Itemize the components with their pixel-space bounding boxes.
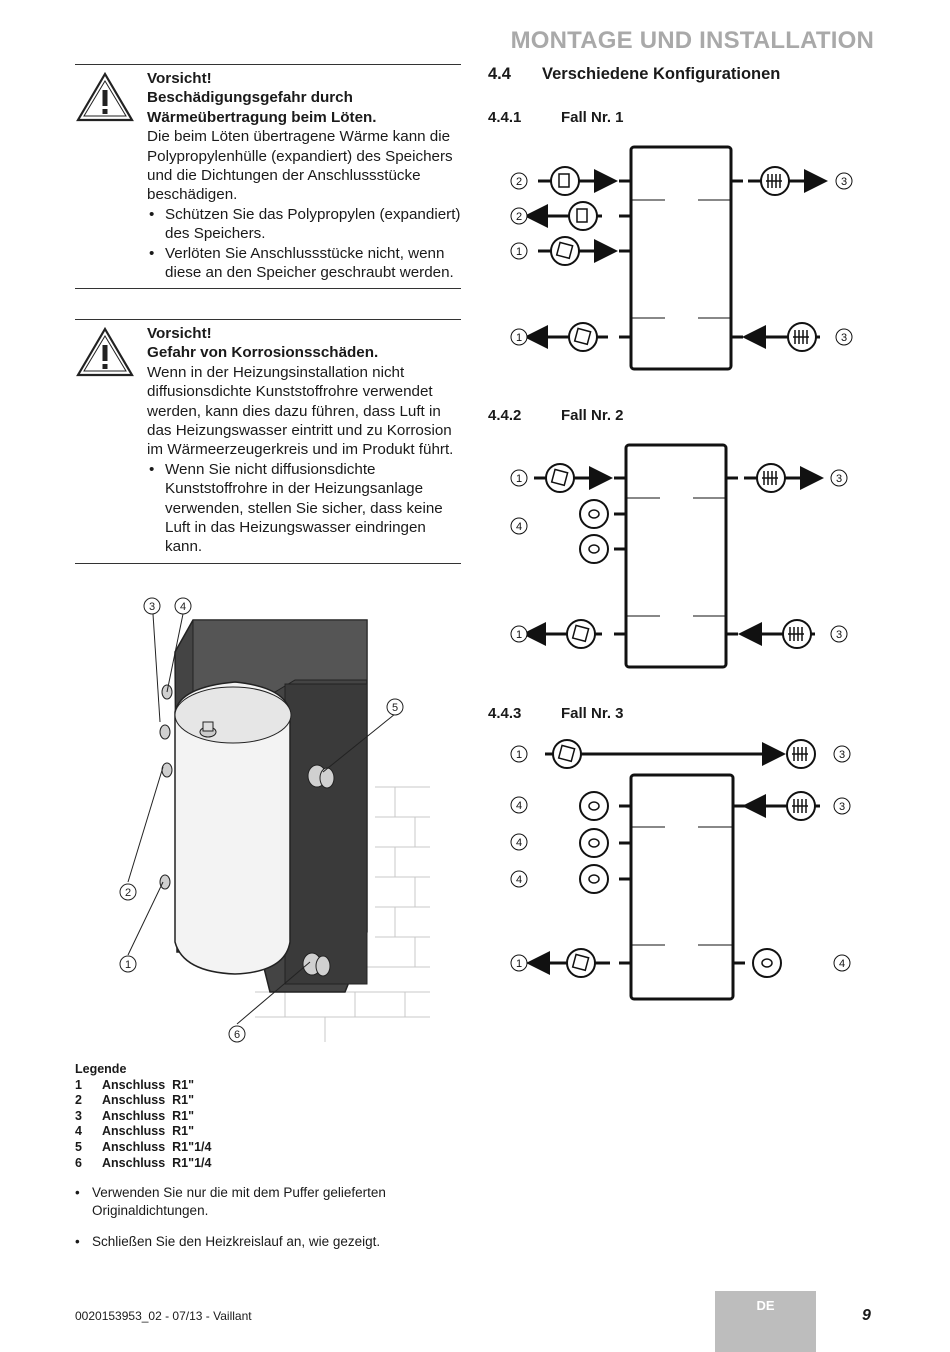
callout-6 <box>228 1025 246 1043</box>
warning-bullet: Verlöten Sie Anschlussstücke nicht, wenn… <box>147 244 461 283</box>
valve-icon <box>552 739 582 769</box>
valve-icon <box>550 236 580 266</box>
plug-icon <box>752 948 782 978</box>
diagram-case-3: 1 4 4 4 1 3 3 4 <box>510 739 851 1001</box>
section-number: 4.4 <box>488 65 511 83</box>
case-title: Fall Nr. 2 <box>561 407 624 424</box>
plug-icon <box>579 791 609 821</box>
port-label: 3 <box>841 332 847 344</box>
port-label: 1 <box>516 246 522 258</box>
legend-title: Legende <box>75 1062 127 1076</box>
case-title: Fall Nr. 3 <box>561 705 624 722</box>
callout-label: 4 <box>180 601 186 613</box>
port-label: 3 <box>836 629 842 641</box>
case-number: 4.4.2 <box>488 407 522 424</box>
port-label: 3 <box>839 801 845 813</box>
valve-icon <box>550 166 580 196</box>
callout-5 <box>386 698 404 716</box>
warning-bullet: Schützen Sie das Polypropylen (expandier… <box>147 205 461 244</box>
tank-outline <box>624 443 728 669</box>
valve-icon <box>566 948 596 978</box>
port-label: 1 <box>516 749 522 761</box>
callout-leaders <box>127 613 396 1025</box>
diagram-case-1: 2 2 1 1 3 3 <box>510 145 853 371</box>
instruction-item: •Schließen Sie den Heizkreislauf an, wie… <box>75 1234 381 1249</box>
port-label: 4 <box>516 521 522 533</box>
case-number: 4.4.1 <box>488 109 522 126</box>
tank-outline <box>629 145 733 371</box>
port-label: 3 <box>836 473 842 485</box>
port-label: 3 <box>839 749 845 761</box>
warning-triangle-icon <box>76 71 134 122</box>
plug-icon <box>579 828 609 858</box>
callout-label: 3 <box>149 601 155 613</box>
callout-4 <box>174 597 192 615</box>
plug-icon <box>579 864 609 894</box>
port-label: 2 <box>516 176 522 188</box>
valve-icon <box>545 463 575 493</box>
warning-box-corrosion: Vorsicht! Gefahr von Korrosionsschäden. … <box>75 319 461 564</box>
callout-label: 5 <box>392 702 398 714</box>
tank-outline <box>629 773 735 1001</box>
port-label: 2 <box>516 211 522 223</box>
plug-icon <box>579 499 609 529</box>
warning-bullet-list: Wenn Sie nicht diffusionsdichte Kunststo… <box>147 460 461 557</box>
port-label: 1 <box>516 958 522 970</box>
buffer-tank-figure: 3 4 5 2 1 6 <box>119 597 430 1043</box>
plug-icon <box>579 534 609 564</box>
port-label: 3 <box>841 176 847 188</box>
port-label: 4 <box>516 800 522 812</box>
port-label: 4 <box>839 958 845 970</box>
valve-icon <box>568 322 598 352</box>
valve-icon <box>566 619 596 649</box>
language-tab: DE <box>715 1291 816 1352</box>
page-header-title: MONTAGE UND INSTALLATION <box>510 27 874 54</box>
warning-box-soldering: Vorsicht! Beschädigungsgefahr durch Wärm… <box>75 64 461 290</box>
warning-subtitle: Wärmeübertragung beim Löten. <box>147 108 377 126</box>
warning-body: Wenn in der Heizungsinstallation nicht d… <box>147 363 454 459</box>
callout-label: 2 <box>125 887 131 899</box>
instruction-item: •Verwenden Sie nur die mit dem Puffer ge… <box>75 1185 386 1218</box>
page-number: 9 <box>862 1307 871 1324</box>
diagram-case-2: 1 4 1 3 3 <box>510 443 848 669</box>
section-title: Verschiedene Konfigurationen <box>542 65 781 83</box>
warning-title: Vorsicht! <box>147 325 212 342</box>
warning-body: Die beim Löten übertragene Wärme kann di… <box>147 128 453 204</box>
port-label: 4 <box>516 874 522 886</box>
warning-title: Vorsicht! <box>147 70 212 87</box>
warning-subtitle: Beschädigungsgefahr durch <box>147 89 353 107</box>
warning-triangle-icon <box>76 326 134 377</box>
warning-subtitle: Gefahr von Korrosionsschäden. <box>147 344 379 362</box>
callout-label: 1 <box>125 959 131 971</box>
case-title: Fall Nr. 1 <box>561 109 624 126</box>
warning-bullet-list: Schützen Sie das Polypropylen (expandier… <box>147 205 461 283</box>
port-label: 4 <box>516 837 522 849</box>
connectors <box>159 684 335 977</box>
tank-body <box>174 681 291 975</box>
port-label: 1 <box>516 332 522 344</box>
callout-3 <box>143 597 161 615</box>
port-label: 1 <box>516 473 522 485</box>
callout-1 <box>119 955 137 973</box>
footer-doc-ref: 0020153953_02 - 07/13 - Vaillant <box>75 1309 252 1323</box>
port-label: 1 <box>516 629 522 641</box>
valve-icon <box>568 201 598 231</box>
case-number: 4.4.3 <box>488 705 522 722</box>
callout-2 <box>119 883 137 901</box>
callout-label: 6 <box>234 1029 240 1041</box>
warning-bullet: Wenn Sie nicht diffusionsdichte Kunststo… <box>147 460 461 557</box>
